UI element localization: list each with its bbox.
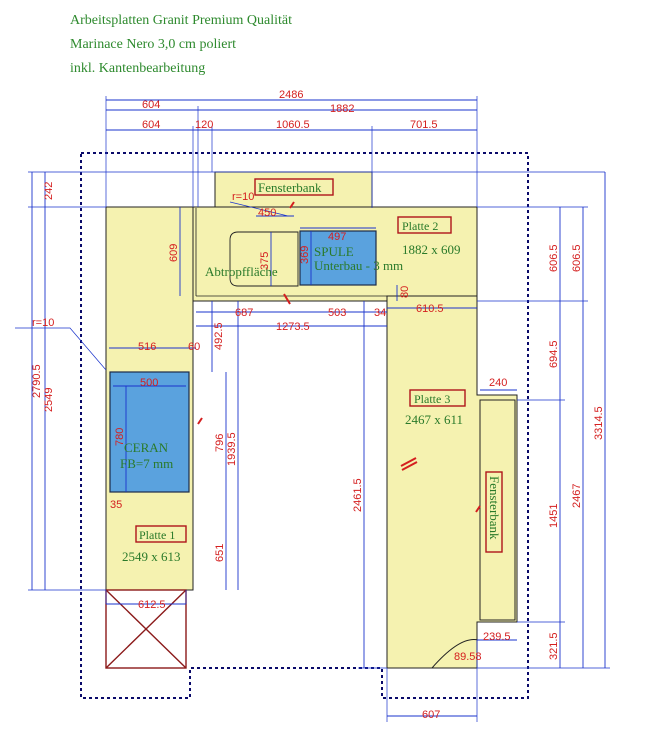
dimension-values: 2486 604 1882 604 120 1060.5 701.5 450 4… xyxy=(31,89,605,721)
plate-3-corner-arc xyxy=(431,639,479,669)
sink-mount-label: Unterbau - 3 mm xyxy=(314,258,403,273)
header-material: Marinace Nero 3,0 cm poliert xyxy=(70,37,236,52)
dimension-value: 701.5 xyxy=(410,119,438,131)
plate-2-title: Platte 2 xyxy=(402,219,438,233)
drain-board-label: Abtropffläche xyxy=(205,264,278,279)
dimension-value: 242 xyxy=(43,182,55,200)
dimension-value: 1939.5 xyxy=(226,432,238,466)
dimension-value: 239.5 xyxy=(483,631,511,643)
dimension-value: 2461.5 xyxy=(352,478,364,512)
header-title: Arbeitsplatten Granit Premium Qualität xyxy=(70,13,293,28)
drain-board xyxy=(229,231,299,287)
dimension-value: 694.5 xyxy=(548,340,560,368)
fensterbank-right-label: Fensterbank xyxy=(487,476,502,540)
plate-1-title: Platte 1 xyxy=(139,528,175,542)
dimension-value: 609 xyxy=(168,244,180,262)
dimension-lines xyxy=(15,96,610,722)
dimension-value: 2790.5 xyxy=(31,364,43,398)
dimension-value: 607 xyxy=(422,709,440,721)
dimension-value: 60 xyxy=(188,341,200,353)
plate-3-title: Platte 3 xyxy=(414,392,450,406)
cut-marks xyxy=(197,201,481,513)
dimension-value: 2486 xyxy=(279,89,303,101)
plate-2-size: 1882 x 609 xyxy=(402,242,461,257)
dimension-value: 612.5 xyxy=(138,599,166,611)
dimension-value: 240 xyxy=(489,377,507,389)
plate-1-size: 2549 x 613 xyxy=(122,549,181,564)
ceran-label: CERAN xyxy=(124,440,169,455)
plate-1-title-box xyxy=(135,525,187,543)
radius-top-label: r=10 xyxy=(232,191,254,203)
header-edge-processing: inkl. Kantenbearbeitung xyxy=(70,61,206,76)
dimension-value: 503 xyxy=(328,307,346,319)
dimension-value: 1451 xyxy=(548,504,560,528)
dimension-value: 500 xyxy=(140,377,158,389)
cabinet-box-cross xyxy=(105,589,187,669)
dimension-value: 651 xyxy=(214,544,226,562)
cabinet-box xyxy=(105,589,187,669)
dimension-value: 369 xyxy=(299,246,311,264)
dimension-value: 687 xyxy=(235,307,253,319)
dimension-value: 796 xyxy=(214,434,226,452)
dimension-value: 780 xyxy=(114,428,126,446)
dimension-value: 375 xyxy=(259,252,271,270)
fensterbank-right-box xyxy=(485,471,503,553)
fensterbank-top-box xyxy=(254,178,334,196)
dimension-value: 34 xyxy=(374,307,386,319)
dimension-value: 35 xyxy=(110,499,122,511)
dimension-value: 450 xyxy=(258,207,276,219)
dimension-value: 1273.5 xyxy=(276,321,310,333)
dimension-value: 80 xyxy=(399,286,411,298)
dimension-value: 2549 xyxy=(43,388,55,412)
dimension-value: 604 xyxy=(142,119,160,131)
dimension-value: 497 xyxy=(328,231,346,243)
dimension-value: 1882 xyxy=(330,103,354,115)
inner-edge xyxy=(195,208,387,297)
dimension-value: 321.5 xyxy=(548,632,560,660)
fensterbank-top-label: Fensterbank xyxy=(258,180,322,195)
ceran-cooktop xyxy=(109,371,190,493)
radius-left-label: r=10 xyxy=(32,317,54,329)
dimension-value: 606.5 xyxy=(548,244,560,272)
sink-cutout xyxy=(299,230,377,286)
dimension-value: 516 xyxy=(138,341,156,353)
plate-3-size: 2467 x 611 xyxy=(405,412,463,427)
dimension-value: 604 xyxy=(142,99,160,111)
plate-3-title-box xyxy=(409,389,466,407)
dimension-value: 2467 xyxy=(571,484,583,508)
dimension-value: 120 xyxy=(195,119,213,131)
dimension-value: 1060.5 xyxy=(276,119,310,131)
dimension-value: 492.5 xyxy=(213,322,225,350)
plate-2-title-box xyxy=(397,216,452,234)
dimension-value: 3314.5 xyxy=(593,406,605,440)
ceran-fb-label: FB=7 mm xyxy=(120,456,173,471)
dimension-value: 606.5 xyxy=(571,244,583,272)
sink-label: SPULE xyxy=(314,244,354,259)
dimension-value: 610.5 xyxy=(416,303,444,315)
dimension-value: 89.58 xyxy=(454,651,482,663)
